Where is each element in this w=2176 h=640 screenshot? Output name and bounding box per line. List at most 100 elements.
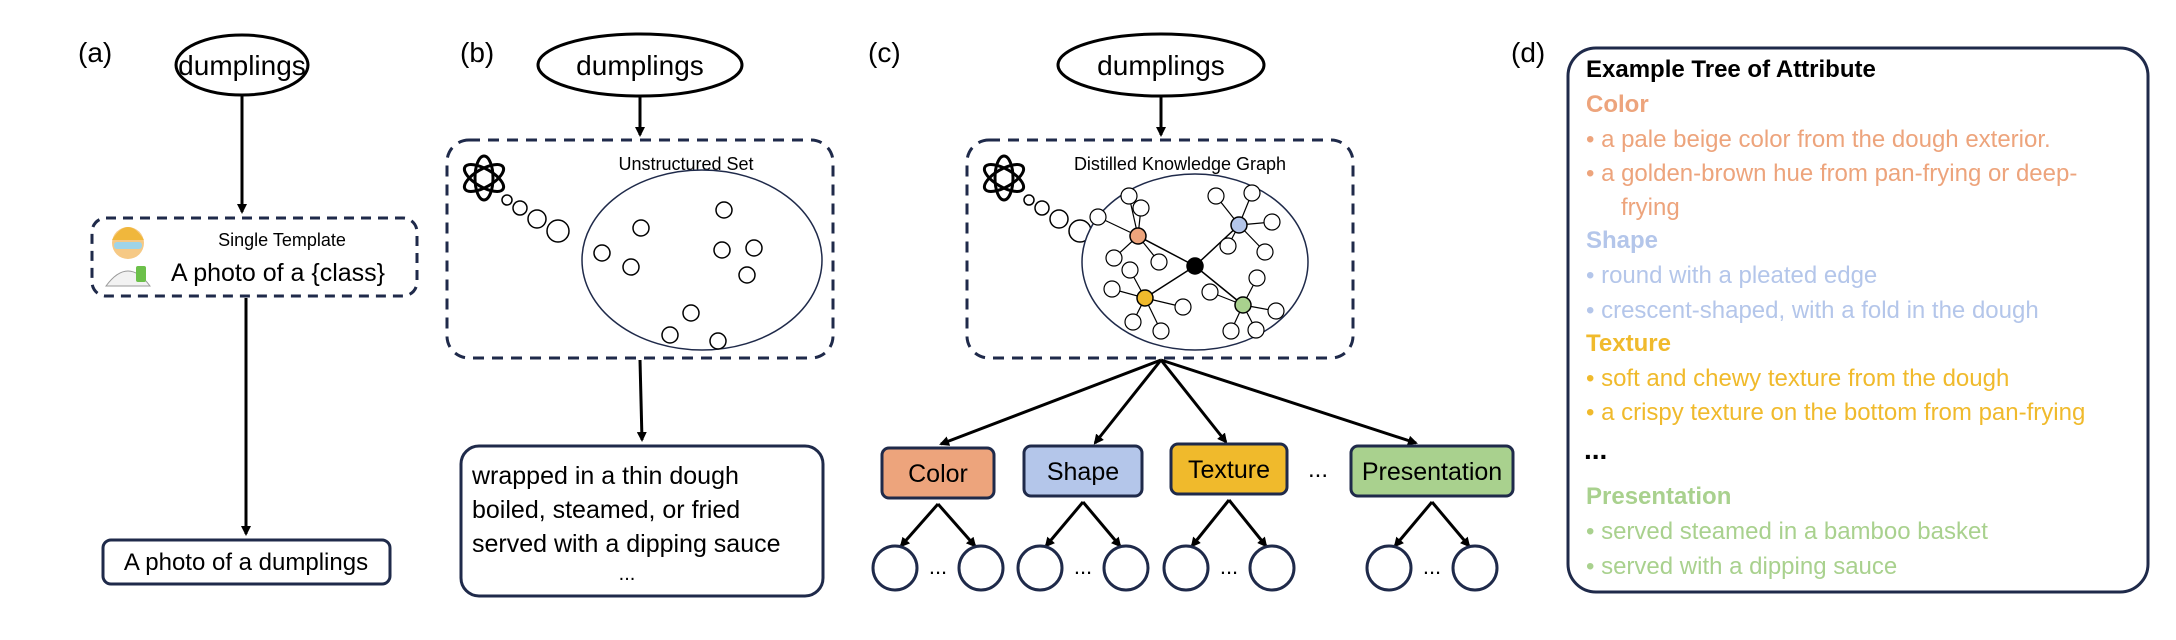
unstructured-dot	[713, 241, 731, 259]
graph-root-node	[1186, 257, 1204, 275]
category-shape-item: • round with a pleated edge	[1586, 262, 1877, 289]
panel-b: (b) dumplings Unstructured Set wrapped i…	[445, 32, 835, 598]
graph-leaf-node	[1105, 249, 1123, 267]
panel-b-set-ellipse	[581, 169, 823, 351]
leaf-arrow	[1044, 501, 1085, 548]
unstructured-dot	[745, 239, 763, 257]
leaf-node	[1016, 544, 1064, 592]
leaf-node	[1365, 544, 1413, 592]
panel-b-output-box	[459, 444, 825, 598]
category-presentation-item: • served steamed in a bamboo basket	[1586, 518, 1988, 545]
graph-leaf-node	[1201, 283, 1219, 301]
thought-bubble	[527, 209, 547, 229]
panel-b-output-line: wrapped in a thin dough	[471, 462, 739, 490]
leaf-node	[1248, 544, 1296, 592]
graph-leaf-node	[1121, 261, 1139, 279]
leaf-arrow	[1081, 501, 1122, 548]
unstructured-dot	[709, 332, 727, 350]
graph-leaf-node	[1248, 269, 1266, 287]
panel-b-output-line: boiled, steamed, or fried	[472, 496, 740, 524]
leaf-arrow	[1227, 499, 1268, 548]
graph-edge	[1144, 265, 1196, 299]
attribute-tree-ellipsis: ...	[1584, 434, 1607, 465]
category-presentation-item: • served with a dipping sauce	[1586, 553, 1897, 580]
graph-attribute-node	[1129, 227, 1147, 245]
graph-leaf-node	[1263, 213, 1281, 231]
graph-leaf-node	[1207, 187, 1225, 205]
attribute-color-box	[880, 446, 996, 500]
category-color-item: • a pale beige color from the dough exte…	[1586, 126, 2051, 153]
panel-b-label: (b)	[460, 37, 494, 68]
category-texture-heading: Texture	[1586, 330, 1671, 357]
leaf-ellipsis: ...	[1220, 554, 1238, 579]
leaf-node	[957, 544, 1005, 592]
panel-a-output-box	[101, 538, 392, 586]
leaf-node	[1162, 544, 1210, 592]
attribute-shape-label: Shape	[1047, 458, 1119, 486]
thought-bubble	[501, 194, 513, 206]
graph-leaf-node	[1243, 184, 1261, 202]
category-color-item: • a golden-brown hue from pan-frying or …	[1586, 160, 2077, 187]
graph-edge	[1137, 235, 1196, 267]
category-texture-item: • a crispy texture on the bottom from pa…	[1586, 399, 2085, 426]
panel-c-arrow-presentation	[1160, 358, 1418, 446]
unstructured-dot	[682, 304, 700, 322]
panel-b-output-line: served with a dipping sauce	[472, 530, 781, 558]
category-shape-heading: Shape	[1586, 227, 1658, 254]
attribute-texture-label: Texture	[1188, 456, 1270, 484]
graph-leaf-node	[1152, 322, 1170, 340]
attribute-color-label: Color	[908, 460, 968, 488]
panel-c-label: (c)	[868, 37, 901, 68]
panel-a-class-label: dumplings	[178, 50, 306, 81]
panel-d: (d) Example Tree of Attribute Color • a …	[1511, 37, 2150, 594]
scientist-emoji-icon	[105, 227, 151, 287]
unstructured-dot	[661, 326, 679, 344]
leaf-arrow	[1430, 501, 1471, 548]
openai-logo-icon	[462, 154, 506, 202]
graph-attribute-node	[1136, 289, 1154, 307]
panel-b-arrow-2	[636, 359, 647, 442]
panel-c: (c) dumplings Distilled Knowledge Graph …	[868, 32, 1515, 592]
attribute-tree-title: Example Tree of Attribute	[1586, 56, 1876, 83]
panel-b-output-ellipsis: ...	[619, 563, 636, 585]
panel-a-class-node	[174, 33, 310, 97]
attribute-presentation-box	[1349, 444, 1515, 498]
graph-leaf-node	[1247, 321, 1265, 339]
graph-leaf-node	[1103, 280, 1121, 298]
panel-b-class-label: dumplings	[576, 50, 704, 81]
panel-b-class-node	[536, 32, 744, 98]
leaf-arrow	[936, 503, 977, 548]
attribute-texture-box	[1169, 442, 1289, 496]
category-texture-item: • soft and chewy texture from the dough	[1586, 365, 2009, 392]
panel-b-unstructured-dots	[593, 201, 763, 350]
panel-c-arrow-shape	[1093, 359, 1163, 445]
graph-leaf-node	[1174, 298, 1192, 316]
panel-c-arrow-texture	[1159, 359, 1228, 444]
panel-a-template-title: Single Template	[218, 230, 346, 250]
graph-leaf-node	[1150, 253, 1168, 271]
graph-attribute-node	[1230, 216, 1248, 234]
attribute-shape-box	[1022, 444, 1144, 498]
leaf-node	[1102, 544, 1150, 592]
leaf-arrow	[1393, 501, 1434, 548]
attribute-leaf-groups: ............	[871, 499, 1499, 592]
category-presentation-heading: Presentation	[1586, 483, 1731, 510]
unstructured-dot	[632, 219, 650, 237]
panel-c-class-label: dumplings	[1097, 50, 1225, 81]
panel-d-label: (d)	[1511, 37, 1545, 68]
graph-leaf-node	[1256, 243, 1274, 261]
thought-bubble	[1023, 194, 1035, 206]
panel-c-arrow-color	[939, 358, 1162, 446]
graph-leaf-node	[1267, 302, 1285, 320]
graph-leaf-node	[1222, 322, 1240, 340]
unstructured-dot	[738, 266, 756, 284]
panel-a-label: (a)	[78, 37, 112, 68]
graph-leaf-node	[1219, 237, 1237, 255]
panel-a-output-text: A photo of a dumplings	[124, 549, 368, 576]
attribute-tree-card	[1566, 46, 2150, 594]
graph-attribute-node	[1234, 296, 1252, 314]
openai-logo-icon	[982, 154, 1026, 202]
category-color-item: frying	[1601, 194, 1680, 221]
unstructured-dot	[622, 258, 640, 276]
